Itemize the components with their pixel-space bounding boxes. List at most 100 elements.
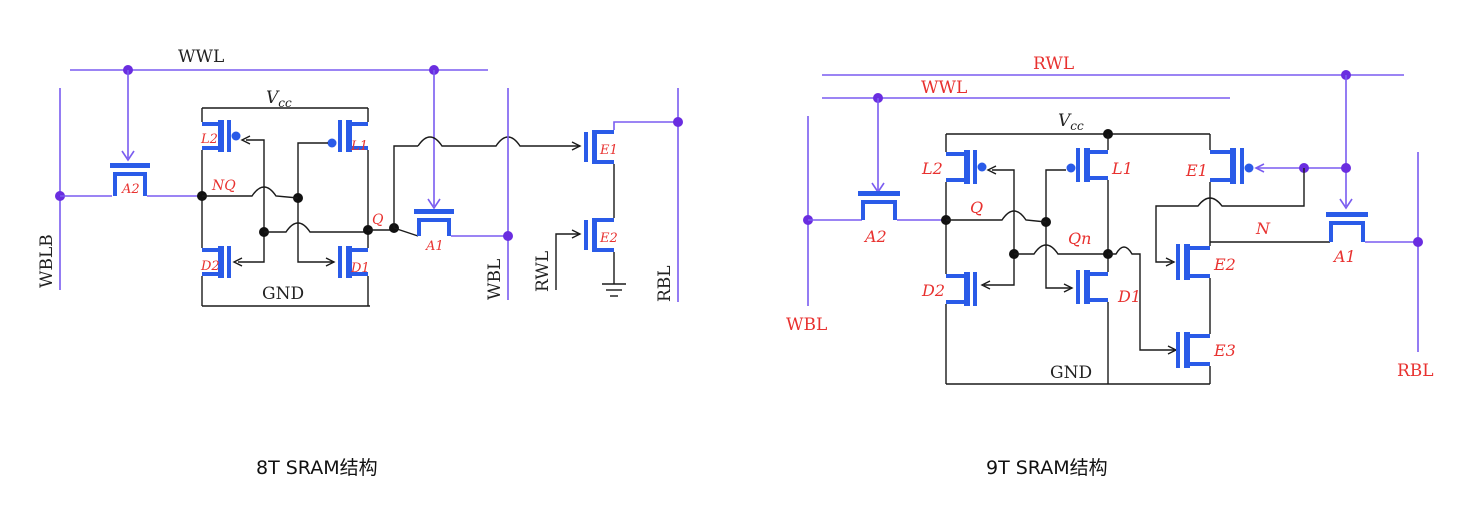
- transistor-a2-label: A2: [863, 227, 887, 246]
- wbl-label: WBL: [485, 259, 505, 300]
- arrow-icon: [325, 257, 336, 267]
- diagram-8t: WWL WBLB A2 Vcc GND L2: [37, 47, 683, 479]
- transistor-e1-bot: [594, 160, 614, 164]
- q-cross-wire: [946, 210, 1047, 223]
- transistor-e3-channel: [1184, 332, 1190, 368]
- junction-dot: [503, 231, 513, 241]
- transistor-e2-top: [1188, 246, 1210, 250]
- arrow-icon: [1339, 198, 1353, 210]
- transistor-e2-label: E2: [599, 231, 618, 246]
- transistor-l2-bot: [202, 146, 220, 150]
- transistor-l1-bubble: [327, 138, 337, 148]
- transistor-d1-gate: [1076, 270, 1080, 304]
- transistor-e2-top: [594, 218, 614, 222]
- transistor-a1-drain: [447, 218, 451, 236]
- transistor-a1-source: [417, 218, 421, 236]
- rbl-label: RBL: [1397, 361, 1434, 381]
- transistor-e2-label: E2: [1213, 255, 1236, 274]
- transistor-e1-gate: [584, 132, 588, 162]
- arrow-icon: [986, 165, 997, 175]
- right-gate-wire: [297, 142, 334, 263]
- transistor-l2-gate: [973, 150, 977, 184]
- junction-dot: [1341, 163, 1351, 173]
- transistor-d2-label: D2: [200, 259, 220, 274]
- transistor-d2-bot: [202, 272, 220, 276]
- node-n-label: N: [1255, 219, 1271, 238]
- transistor-l1-top: [1088, 150, 1108, 154]
- transistor-a1-channel: [1329, 221, 1365, 225]
- arrow-icon: [1165, 257, 1176, 267]
- left-gate-wire: [238, 139, 265, 263]
- transistor-d2-label: D2: [921, 281, 945, 300]
- transistor-d1-channel: [346, 246, 352, 278]
- transistor-l2-bubble: [977, 162, 987, 172]
- e1-to-rbl: [613, 121, 678, 130]
- gnd-label: GND: [1050, 363, 1092, 383]
- vcc-label: Vcc: [1058, 111, 1084, 133]
- transistor-e1-channel: [592, 130, 597, 164]
- rwl-label: RWL: [533, 251, 553, 292]
- nq-cross-wire: [202, 186, 299, 199]
- transistor-l2-bot: [946, 178, 966, 182]
- arrow-icon: [427, 198, 441, 210]
- transistor-d2-gate: [227, 246, 231, 278]
- transistor-d1-label: D1: [350, 261, 370, 276]
- transistor-a2-gate: [858, 191, 900, 196]
- transistor-l1-bot: [1088, 176, 1108, 180]
- transistor-a2-drain: [143, 172, 147, 196]
- wwl-label: WWL: [178, 47, 224, 67]
- wwl-label: WWL: [921, 78, 967, 98]
- caption-8t: 8T SRAM结构: [256, 457, 378, 479]
- transistor-e1-bot: [1210, 178, 1232, 182]
- node-qn-label: Qn: [1068, 229, 1091, 248]
- transistor-e1-top: [1210, 150, 1232, 154]
- transistor-l1-bot: [350, 146, 368, 150]
- transistor-l2-label: L2: [921, 159, 943, 178]
- transistor-e3-gate: [1176, 332, 1180, 368]
- transistor-e3-label: E3: [1213, 341, 1236, 360]
- right-gate-wire: [1045, 169, 1072, 289]
- transistor-e2-channel: [592, 218, 597, 252]
- e2-gate-wire: [1155, 168, 1305, 263]
- wbl-label: WBL: [786, 315, 827, 335]
- arrow-icon: [571, 141, 582, 151]
- transistor-l2-channel: [218, 120, 224, 152]
- transistor-e1-bubble: [1244, 163, 1254, 173]
- transistor-l1-channel: [1084, 148, 1090, 182]
- transistor-a2-drain: [893, 200, 897, 220]
- arrow-icon: [240, 135, 251, 145]
- transistor-e2-gate: [1176, 244, 1180, 280]
- transistor-a2-channel: [113, 172, 147, 176]
- transistor-e2-bot: [1188, 274, 1210, 278]
- transistor-l2-gate: [227, 120, 231, 152]
- qn-cross-wire: [1014, 244, 1108, 255]
- transistor-a2-source: [861, 200, 865, 220]
- qn-to-e3: [1108, 246, 1176, 351]
- transistor-a1-label: A1: [425, 239, 444, 254]
- transistor-e1-channel: [1230, 148, 1236, 184]
- transistor-l1-label: L1: [350, 139, 368, 154]
- transistor-e1-label: E1: [1185, 161, 1208, 180]
- transistor-d1-label: D1: [1117, 287, 1141, 306]
- transistor-l2-channel: [964, 150, 970, 184]
- node-q-label: Q: [970, 198, 983, 217]
- transistor-l2-top: [202, 122, 220, 126]
- transistor-l2-top: [946, 152, 966, 156]
- q-cross-wire: [264, 222, 368, 233]
- transistor-e1-gate: [1240, 148, 1244, 184]
- vcc-label: Vcc: [266, 88, 292, 110]
- arrow-icon: [1254, 163, 1265, 173]
- transistor-a1-gate: [414, 209, 454, 214]
- transistor-d2-top: [946, 274, 966, 278]
- arrow-icon: [232, 257, 243, 267]
- transistor-a1-label: A1: [1332, 247, 1356, 266]
- read-gate-wire: [393, 145, 418, 228]
- arrow-icon: [1063, 283, 1074, 293]
- arrow-icon: [121, 150, 135, 162]
- rwl-label: RWL: [1033, 54, 1074, 74]
- read-gate-hops: [417, 136, 580, 147]
- gnd-label: GND: [262, 284, 304, 304]
- transistor-e3-bot: [1188, 362, 1210, 366]
- transistor-l1-bubble: [1066, 163, 1076, 173]
- transistor-d2-bot: [946, 300, 966, 304]
